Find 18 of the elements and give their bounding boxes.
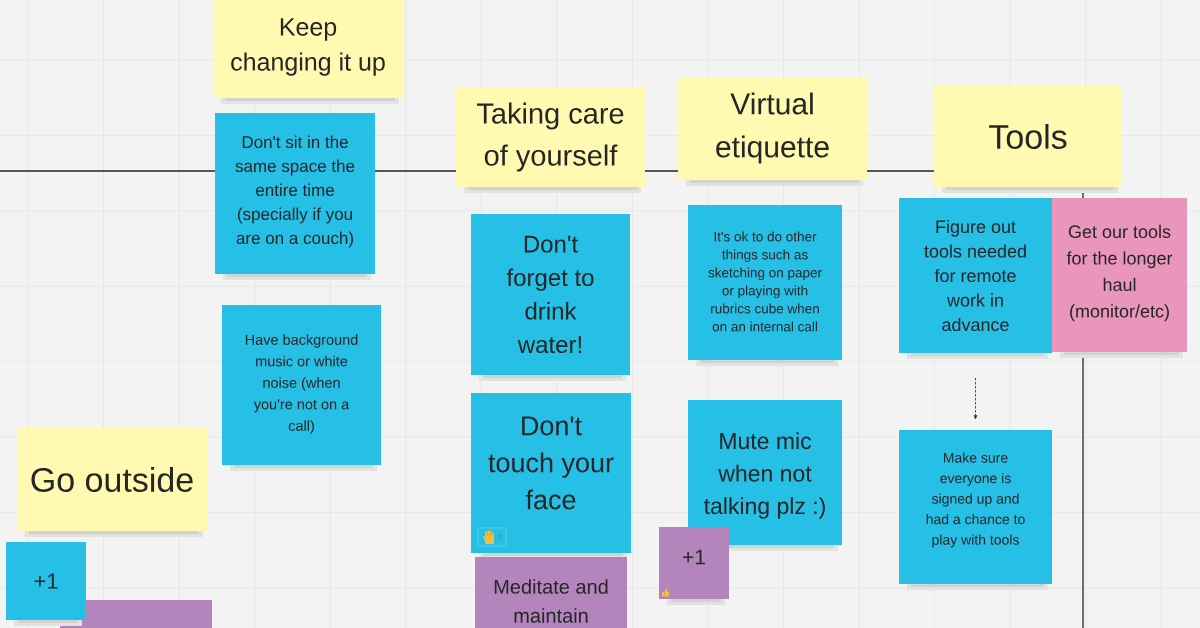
sticky-note: Have background music or white noise (when you're not on a call) (222, 305, 381, 471)
sticky-note: Figure out tools needed for remote work in advance (899, 198, 1052, 359)
sticky-note: Keep changing it up (213, 0, 403, 104)
sticky-note: Don't sit in the same space the entire time (specially if you are on a couch) (215, 113, 375, 280)
sticky-note: Virtual etiquette (678, 78, 867, 186)
sticky-note: Don't forget to drink water! (471, 214, 630, 381)
sticky-note: It's ok to do other things such as sketching on paper or playing with rubrics cube when on an internal call (688, 205, 842, 366)
sticky-note: Taking care of yourself (456, 87, 645, 193)
reaction-count: 1 (477, 527, 507, 547)
sticky-note: Get our tools for the longer haul (monitor/etc) (1052, 198, 1187, 358)
sticky-note: +1 (659, 527, 729, 605)
sticky-note: Go outside (17, 428, 207, 537)
sticky-note: +1 (6, 542, 86, 626)
arrow (973, 377, 978, 420)
sticky-note: Mute mic when not talking plz :) (688, 400, 842, 551)
sticky-note: Tools (934, 86, 1122, 193)
sticky-note: Make sure everyone is signed up and had a chance to play with tools (899, 430, 1052, 590)
sticky-note: Meditate and maintain (475, 557, 627, 628)
